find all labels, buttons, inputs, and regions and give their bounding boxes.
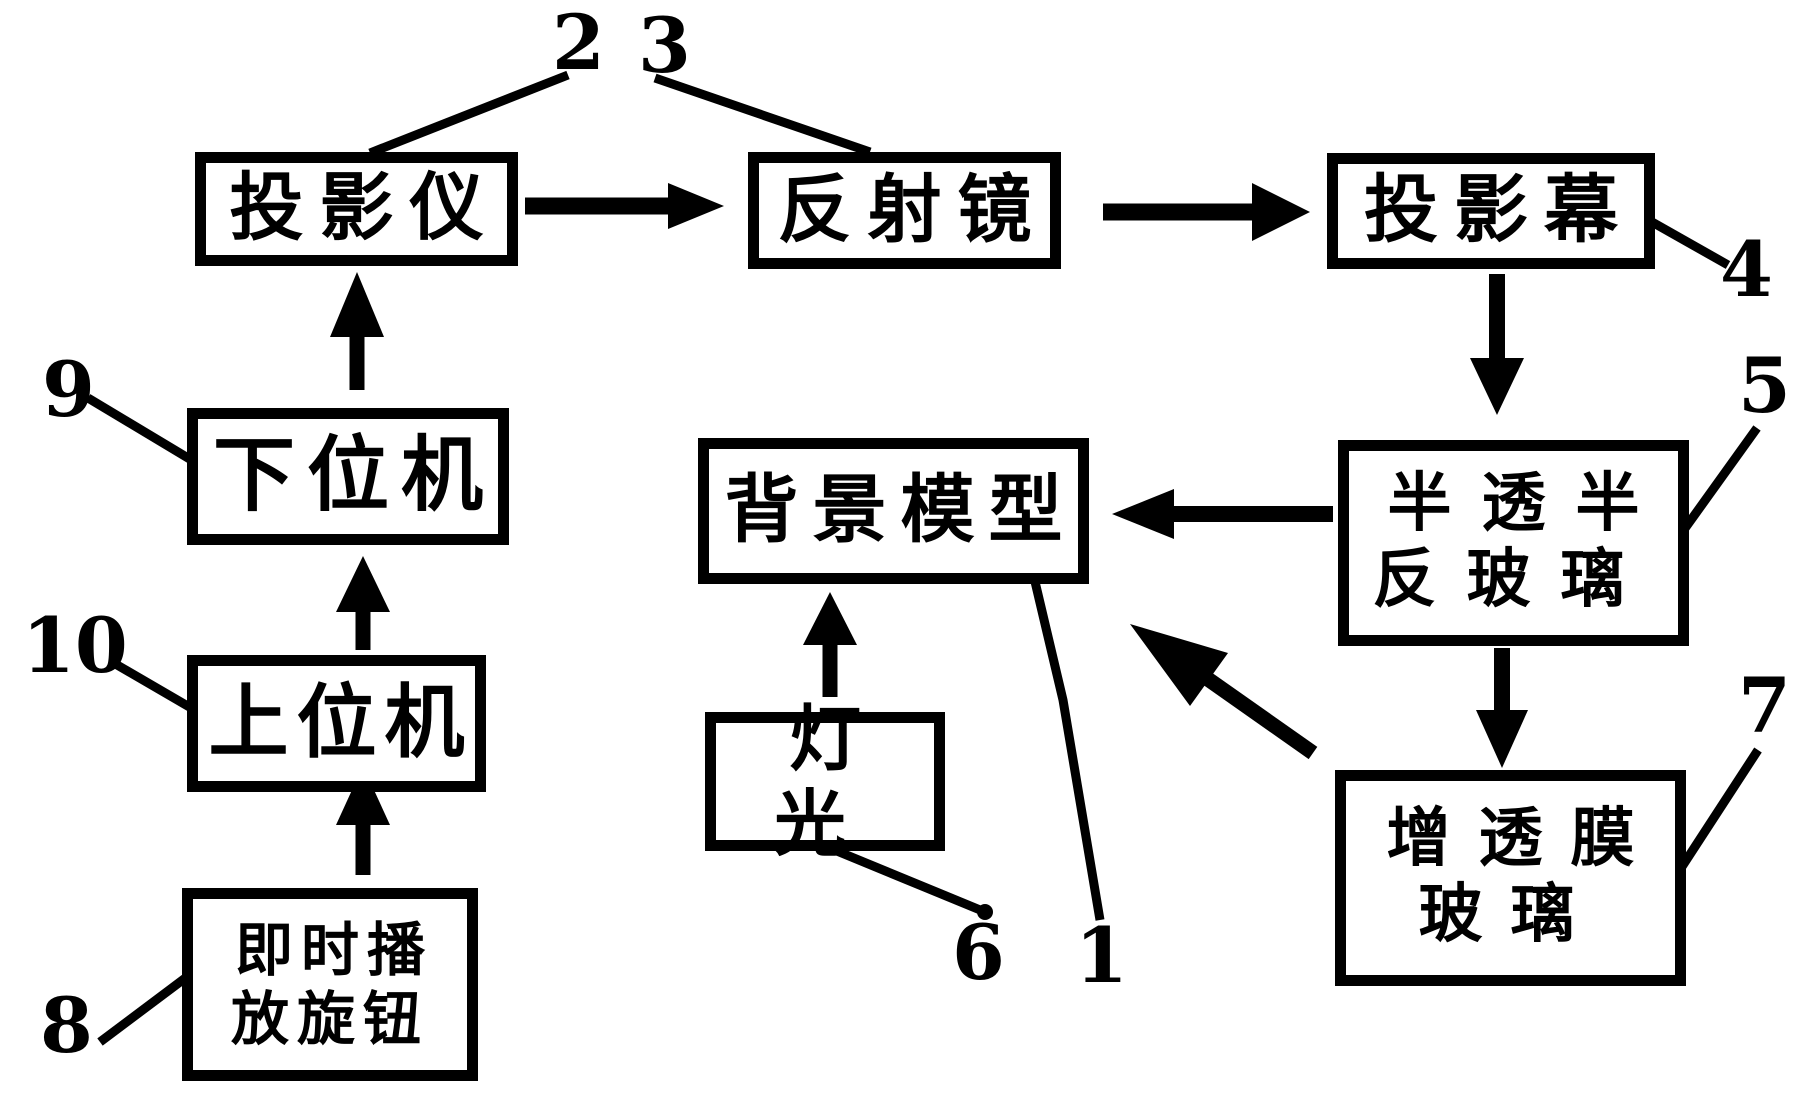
- leader-callout-6-dot: [977, 904, 993, 920]
- callout-5: 5: [1738, 341, 1791, 430]
- callout-8: 8: [40, 981, 93, 1070]
- callout-4: 4: [1720, 225, 1773, 314]
- callout-3: 3: [638, 1, 691, 90]
- arrowhead-screen-to-half-mirror: [1470, 358, 1524, 415]
- leader-callout-1: [1023, 550, 1105, 921]
- callout-10: 10: [22, 601, 128, 690]
- arrowhead-half-mirror-to-ar-glass: [1476, 710, 1528, 768]
- leader-callout-10: [109, 658, 201, 716]
- node-screen: 投影幕: [1327, 153, 1655, 269]
- arrowhead-projector-to-mirror: [668, 183, 724, 229]
- node-projector: 投影仪: [195, 152, 518, 266]
- arrowhead-knob-to-upper: [336, 766, 390, 825]
- arrowhead-half-mirror-to-model: [1112, 489, 1174, 539]
- callout-6: 6: [952, 908, 1005, 997]
- node-mirror: 反射镜: [748, 152, 1061, 269]
- node-lower-computer: 下位机: [187, 408, 509, 545]
- node-light: 灯光: [705, 697, 945, 866]
- leader-callout-7: [1668, 747, 1762, 885]
- callout-1: 1: [1075, 911, 1128, 1000]
- arrow-ar-glass-to-model: [1200, 670, 1318, 760]
- leader-callout-9: [85, 394, 201, 468]
- callout-7: 7: [1738, 661, 1791, 750]
- callout-9: 9: [42, 345, 95, 434]
- arrowhead-mirror-to-screen: [1252, 183, 1310, 241]
- arrowhead-upper-to-lower: [336, 556, 390, 612]
- node-ar-coating-glass: 增透膜 玻璃: [1335, 770, 1686, 986]
- leader-callout-2: [368, 70, 570, 158]
- leader-callout-8: [97, 969, 195, 1046]
- callout-2: 2: [552, 0, 605, 87]
- leader-callout-4: [1642, 214, 1731, 269]
- node-half-mirror-glass: 半透半 反玻璃: [1338, 440, 1689, 646]
- arrowhead-light-to-model: [803, 592, 857, 645]
- arrowhead-ar-glass-to-model: [1130, 624, 1228, 706]
- leader-callout-3: [653, 73, 872, 157]
- leader-callout-6: [813, 837, 987, 917]
- node-instant-play-knob: 即时播 放旋钮: [182, 888, 478, 1081]
- node-upper-computer: 上位机: [187, 655, 486, 792]
- arrowhead-lower-to-projector: [330, 272, 384, 337]
- node-background-model: 背景模型: [698, 438, 1089, 584]
